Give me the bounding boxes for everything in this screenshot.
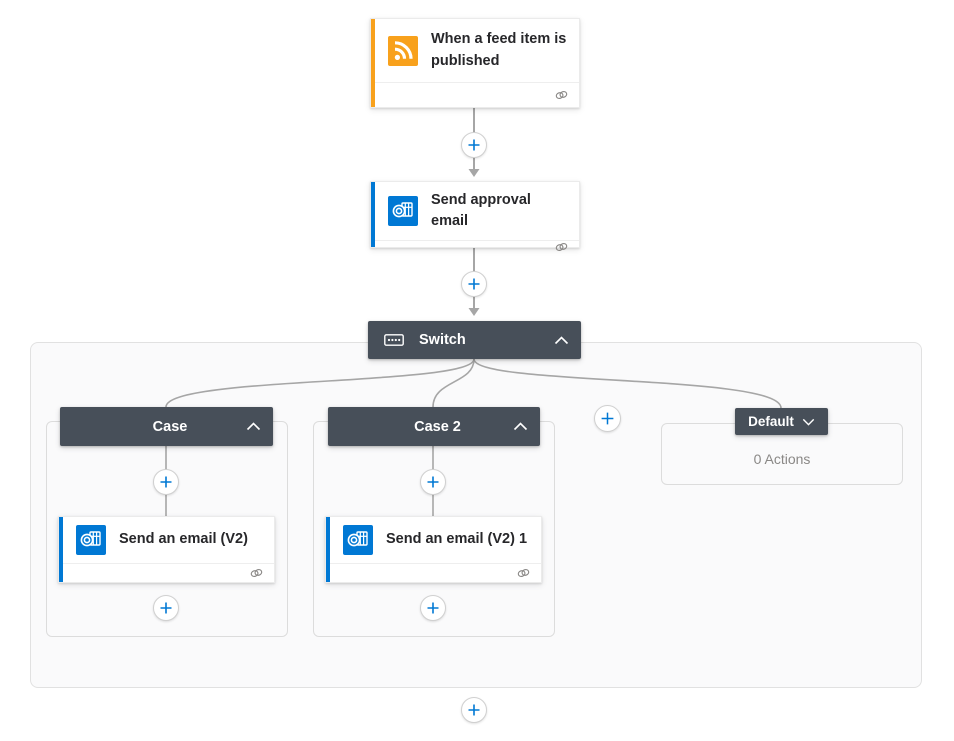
plus-icon [468, 139, 480, 151]
rss-icon [388, 35, 418, 66]
card-title: Send an email (V2) [119, 531, 248, 548]
action-accent-bar [59, 517, 63, 582]
chain-link-icon [555, 90, 568, 100]
default-label: Default [748, 414, 794, 429]
card-title: Send approval email [431, 192, 531, 230]
add-case-button[interactable] [594, 405, 621, 432]
connector-curve-case1 [165, 358, 475, 408]
switch-header[interactable]: Switch [368, 321, 581, 359]
card-footer [371, 82, 579, 107]
insert-step-button[interactable] [420, 595, 446, 621]
connector-arrow [468, 308, 480, 316]
case2-header[interactable]: Case 2 [328, 407, 540, 446]
chain-link-icon [517, 568, 530, 578]
chain-link-icon [555, 243, 568, 252]
card-footer [371, 240, 579, 253]
plus-icon [427, 476, 439, 488]
plus-icon [427, 602, 439, 614]
outlook-icon [343, 525, 373, 555]
default-empty-text: 0 Actions [753, 451, 811, 467]
action-accent-bar [326, 517, 330, 582]
trigger-accent-bar [371, 19, 375, 107]
chevron-up-icon[interactable] [246, 422, 261, 431]
chain-link-icon [250, 568, 263, 578]
card-body: When a feed item is published [371, 19, 579, 82]
action-card-send-email-v2-1[interactable]: Send an email (V2) 1 [325, 516, 542, 583]
card-body: Send an email (V2) [59, 517, 274, 563]
new-step-button[interactable] [461, 697, 487, 723]
action-card-send-approval-email[interactable]: Send approval email [370, 181, 580, 252]
card-footer [59, 563, 274, 582]
connector-curve-default [473, 358, 782, 409]
chevron-up-icon[interactable] [513, 422, 528, 431]
connector-curve-case2 [432, 358, 475, 408]
action-accent-bar [371, 182, 375, 247]
switch-label: Switch [419, 332, 466, 348]
plus-icon [601, 412, 614, 425]
plus-icon [160, 602, 172, 614]
chevron-down-icon[interactable] [802, 418, 815, 426]
chevron-up-icon[interactable] [554, 335, 569, 345]
insert-step-button[interactable] [461, 271, 487, 297]
plus-icon [160, 476, 172, 488]
insert-step-button[interactable] [153, 595, 179, 621]
plus-icon [468, 278, 480, 290]
action-card-send-email-v2[interactable]: Send an email (V2) [58, 516, 275, 583]
card-footer [326, 563, 541, 582]
default-header[interactable]: Default [735, 408, 828, 435]
card-title: When a feed item is published [431, 31, 567, 69]
case2-label: Case 2 [414, 418, 461, 435]
connector-arrow [468, 169, 480, 177]
switch-control-icon [384, 334, 404, 346]
card-title: Send an email (V2) 1 [386, 531, 528, 548]
trigger-card-feed-item-published[interactable]: When a feed item is published [370, 18, 580, 108]
insert-step-button[interactable] [153, 469, 179, 495]
insert-step-button[interactable] [420, 469, 446, 495]
case1-label: Case [152, 418, 188, 435]
plus-icon [468, 704, 480, 716]
outlook-icon [388, 196, 418, 227]
case1-header[interactable]: Case [60, 407, 273, 446]
insert-step-button[interactable] [461, 132, 487, 158]
outlook-icon [76, 525, 106, 555]
card-body: Send approval email [371, 182, 579, 240]
card-body: Send an email (V2) 1 [326, 517, 541, 563]
